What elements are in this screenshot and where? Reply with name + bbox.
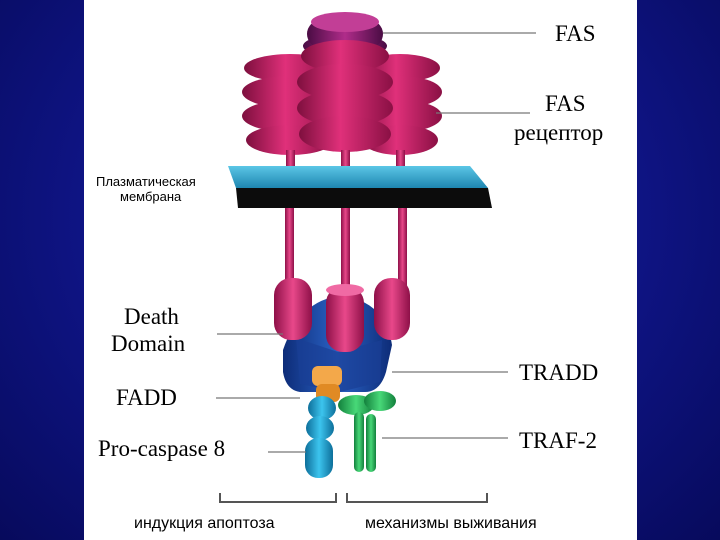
death-domains: [274, 278, 410, 352]
procaspase-8: [305, 396, 336, 478]
label-death-domain-1: Death: [124, 304, 179, 329]
label-fas-receptor-1: FAS: [545, 91, 586, 116]
label-membrane-2: мембрана: [120, 189, 182, 204]
label-membrane-1: Плазматическая: [96, 174, 196, 189]
label-fadd: FADD: [116, 385, 177, 410]
fas-receptor: [242, 40, 442, 172]
label-death-domain-2: Domain: [111, 331, 186, 356]
label-fas: FAS: [555, 21, 596, 46]
label-tradd: TRADD: [519, 360, 599, 385]
label-survival: механизмы выживания: [365, 515, 537, 532]
receptor-stalks: [285, 208, 407, 288]
brackets: [219, 493, 488, 503]
label-procaspase-8: Pro-caspase 8: [98, 436, 226, 461]
traf2-protein: [338, 391, 396, 472]
plasma-membrane: [228, 166, 492, 208]
label-fas-receptor-2: рецептор: [514, 120, 604, 145]
leader-lines: [216, 32, 536, 453]
label-traf2: TRAF-2: [519, 428, 597, 453]
fadd-protein: [312, 366, 342, 402]
label-apoptosis: индукция апоптоза: [134, 515, 275, 532]
